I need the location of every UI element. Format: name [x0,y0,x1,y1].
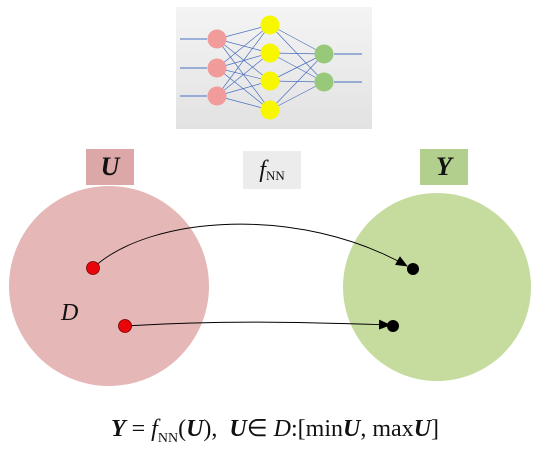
domain-set-circle [9,186,209,386]
neural-network-connection [216,24,271,97]
codomain-space-symbol: Y [436,152,452,181]
formula-function: f [151,416,158,442]
neural-network-connection [269,53,325,82]
source-point-lower [118,319,132,333]
neural-network-connection [216,52,271,97]
hidden-neuron [260,43,280,63]
target-point-upper [407,263,419,275]
input-neuron [207,86,227,106]
subset-label: D [61,300,79,326]
formula-set: D [273,416,292,442]
neural-network-neurons [207,15,334,120]
hidden-neuron [260,100,280,120]
codomain-space-label: Y [420,149,468,185]
hidden-neuron [260,15,280,35]
domain-space-symbol: U [100,152,120,181]
formula-range-comma: , max [360,416,414,442]
neural-network-connection [269,24,325,55]
output-neuron [314,44,334,64]
formula-min-argument: U [343,416,361,442]
neural-network-connection [216,24,271,69]
formula-max-argument: U [413,416,432,442]
formula-argument: U [186,416,204,442]
mapping-arrow-lower [124,319,391,330]
formula-range-open: :[min [291,416,344,442]
output-neuron [314,72,334,92]
formula-output: Y [110,416,126,442]
input-neuron [207,58,227,78]
mapping-arrow-upper [92,223,408,269]
formula-function-subscript: NN [157,430,179,446]
formula-range-close: ] [431,416,440,442]
neural-network-connection [216,67,271,111]
mapping-formula: Y = fNN(U), U∈ D:[minU, maxU] [0,414,550,447]
formula-element-of: ∈ [246,416,274,442]
domain-space-label: U [86,149,134,185]
hidden-neuron [260,71,280,91]
formula-arg-close: ), [203,416,218,442]
target-point-lower [387,320,399,332]
neural-network-io-lines [180,38,362,97]
neural-network-illustration [176,7,372,129]
neural-network-connection [269,81,325,111]
formula-member: U [229,416,247,442]
codomain-set-circle [343,193,531,381]
formula-spacer [217,416,229,442]
neural-network-connection [269,53,325,111]
mapping-function-symbol: f [259,156,266,183]
mapping-function-subscript: NN [265,168,285,183]
input-neuron [207,29,227,49]
formula-arg-open: ( [178,416,187,442]
source-point-upper [86,261,100,275]
formula-equals: = [125,416,152,442]
